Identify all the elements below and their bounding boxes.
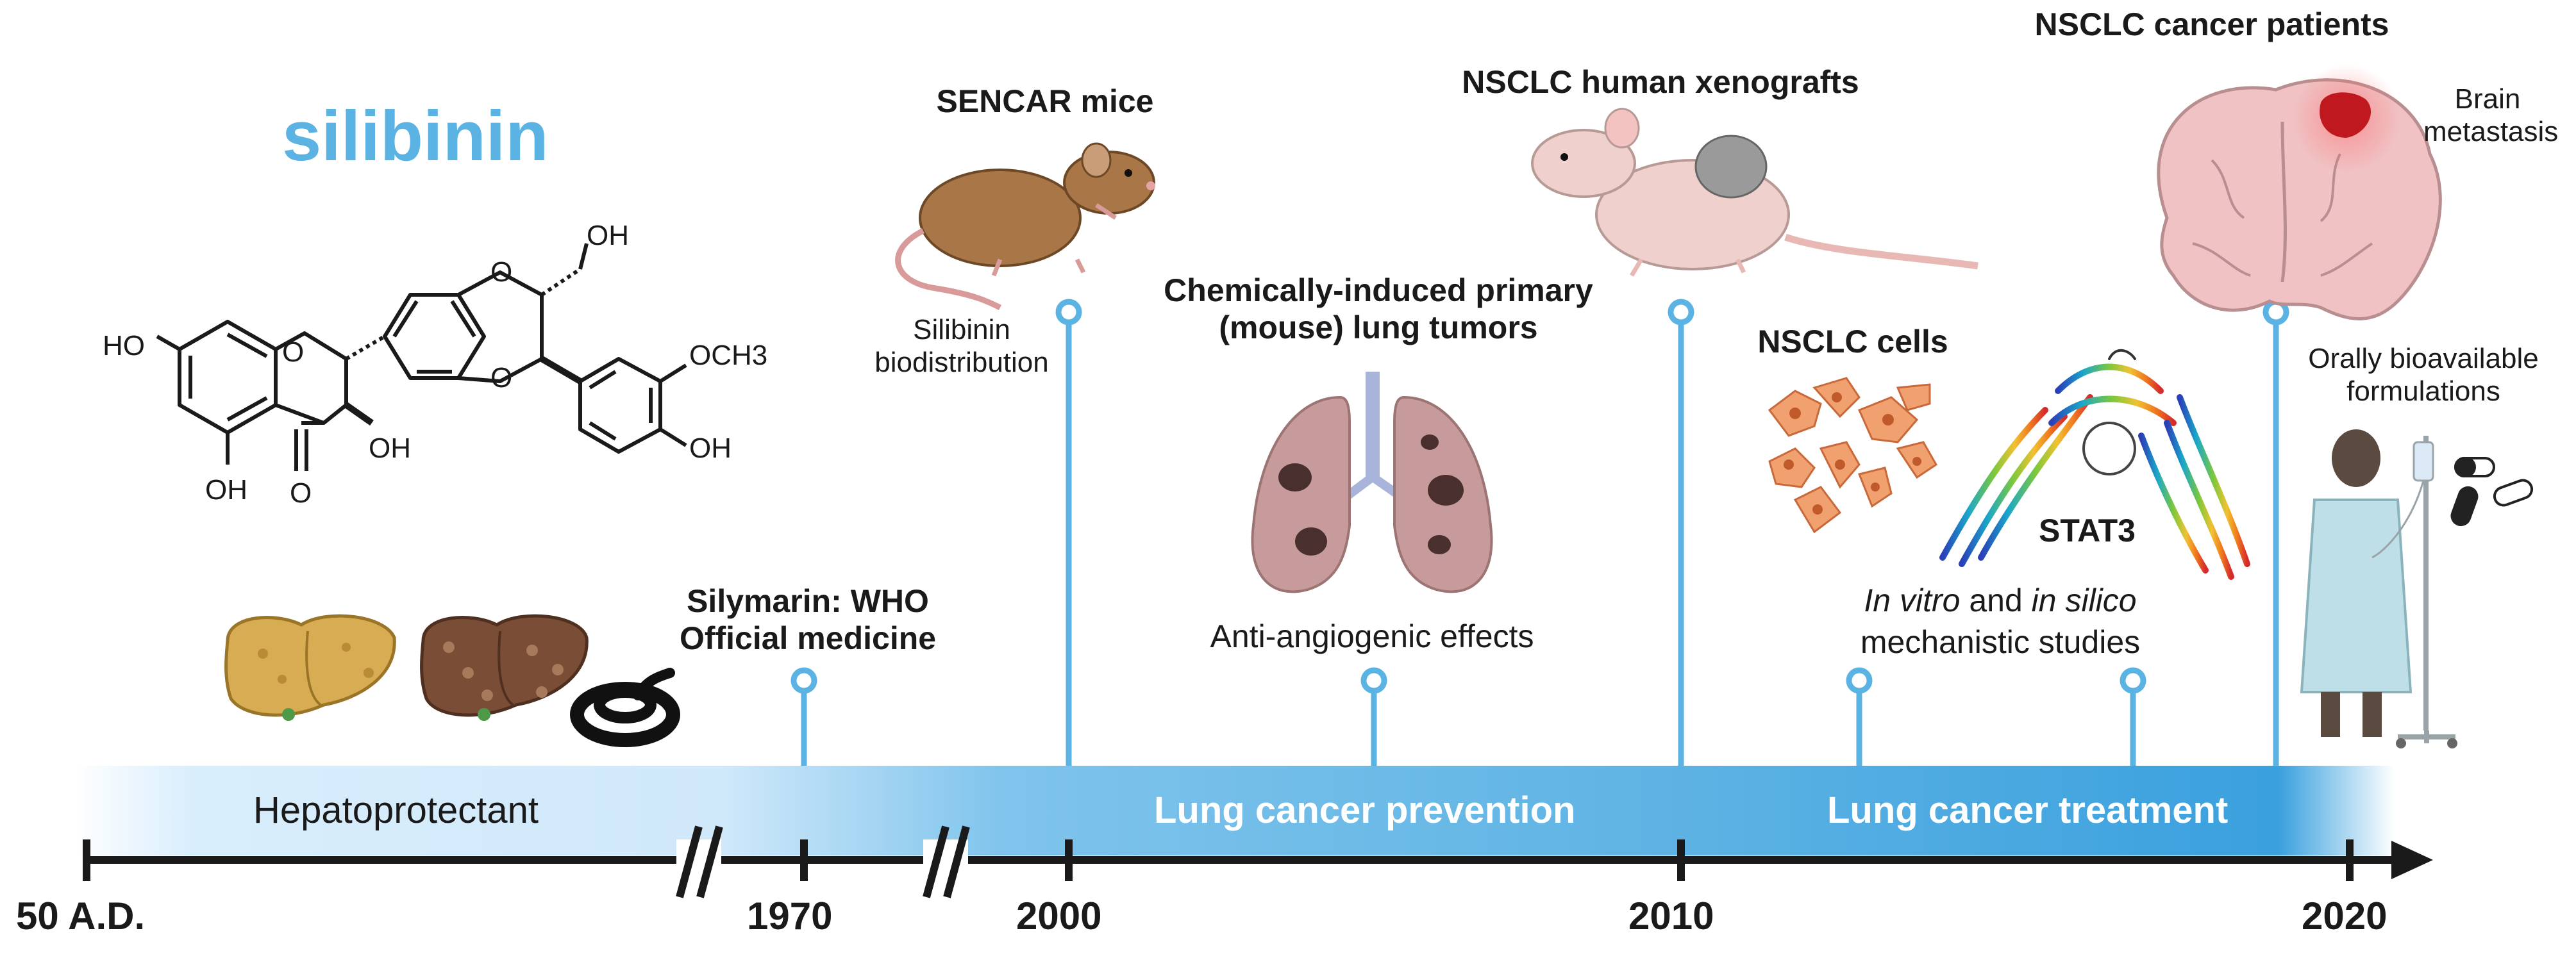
cirrhotic-liver-illustration <box>420 614 589 721</box>
oral-formulations-label: Orally bioavailable formulations <box>2308 343 2539 407</box>
xenograft-mouse-illustration <box>1531 108 1978 277</box>
chem-lung-title: Chemically-induced primary (mouse) lung … <box>1164 272 1593 345</box>
chem-oh-top: OH <box>587 220 629 251</box>
stat3-label: STAT3 <box>2039 513 2136 549</box>
chem-o-dioxane-bottom: O <box>490 362 513 393</box>
year-2020: 2020 <box>2302 895 2388 937</box>
chem-o-carbonyl: O <box>290 477 312 509</box>
phase-lung-treatment: Lung cancer treatment <box>1827 789 2229 831</box>
nsclc-cells-illustration <box>1768 377 1937 534</box>
phase-lung-prevention: Lung cancer prevention <box>1154 789 1576 831</box>
chem-oh-ring: OH <box>369 433 411 464</box>
in-silico-text: in silico <box>2031 582 2137 618</box>
lungs-illustration <box>1251 372 1493 593</box>
stat3-protein-illustration <box>1939 349 2250 580</box>
year-50ad: 50 A.D. <box>16 895 146 937</box>
patients-title: NSCLC cancer patients <box>2034 6 2389 42</box>
axis-break-1 <box>676 825 723 898</box>
sencar-mouse-illustration <box>895 142 1155 311</box>
pills-icon <box>2450 457 2534 527</box>
year-2010: 2010 <box>1628 895 1714 937</box>
sencar-note: Silibinin biodistribution <box>874 314 1049 378</box>
nsclc-cells-title: NSCLC cells <box>1757 324 1948 359</box>
in-vitro-text: In vitro <box>1864 582 1961 618</box>
silymarin-label: Silymarin: WHO Official medicine <box>679 583 937 656</box>
phase-hepatoprotectant: Hepatoprotectant <box>253 789 539 831</box>
sencar-title: SENCAR mice <box>936 83 1154 119</box>
year-2000: 2000 <box>1016 895 1102 937</box>
axis-break-2 <box>923 825 970 898</box>
mechanistic-studies-label: In vitro and in silico mechanistic studi… <box>1782 580 2218 663</box>
anti-angiogenic-label: Anti-angiogenic effects <box>1210 618 1534 654</box>
chem-och3: OCH3 <box>689 340 768 371</box>
timeline-axis <box>83 839 2433 881</box>
phase-band <box>74 766 2395 855</box>
chem-oh-right: OH <box>689 433 732 464</box>
chem-ho-left: HO <box>103 330 145 361</box>
snake-icon <box>570 668 680 747</box>
chem-o-ring-c: O <box>282 336 305 368</box>
and-text: and <box>1960 582 2032 618</box>
silibinin-structure <box>156 243 687 471</box>
compound-name: silibinin <box>282 97 549 176</box>
year-1970: 1970 <box>747 895 833 937</box>
mechanistic-text: mechanistic studies <box>1860 624 2141 660</box>
patient-illustration <box>2300 429 2457 748</box>
chem-oh-bottom: OH <box>205 474 247 506</box>
healthy-liver-illustration <box>224 614 396 721</box>
brain-illustration <box>2157 64 2442 320</box>
xenograft-title: NSCLC human xenografts <box>1462 64 1859 100</box>
chem-o-dioxane-top: O <box>490 256 513 288</box>
brain-metastasis-label: Brain metastasis <box>2423 83 2559 147</box>
